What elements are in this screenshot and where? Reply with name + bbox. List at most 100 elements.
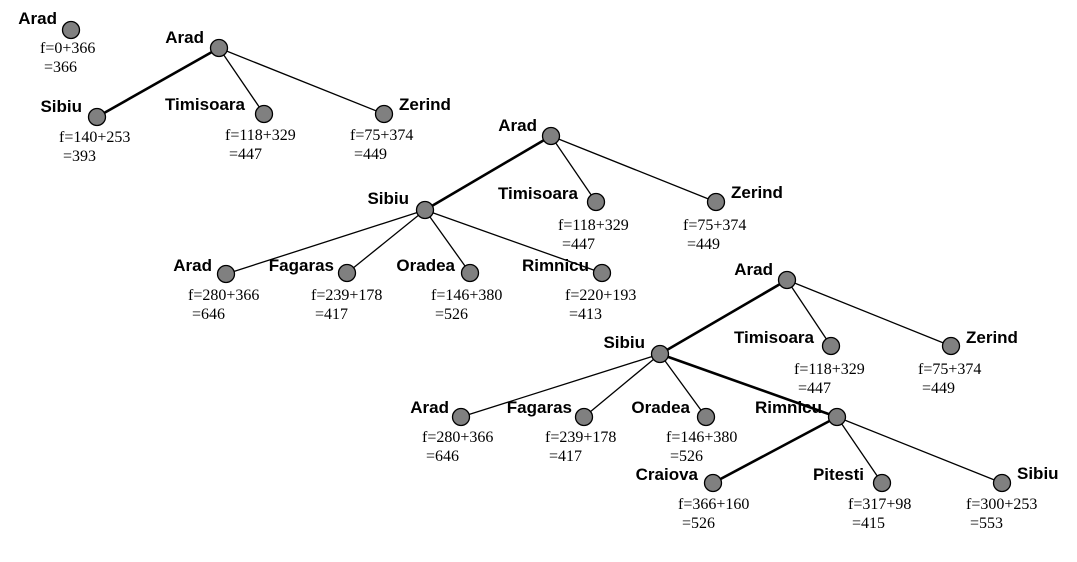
f-expression: f=239+178 <box>545 429 616 446</box>
node-arad: Arad <box>165 28 229 58</box>
f-total: =526 <box>435 306 468 323</box>
node-circle <box>941 336 961 356</box>
edge-rimnicu-to-pitesti <box>836 416 883 484</box>
node-sibiu: Sibiu f=140+253 =393 <box>40 97 130 165</box>
edge-sibiu-to-arad <box>460 353 661 418</box>
edge-arad-to-timisoara <box>786 279 832 347</box>
edge-arad-to-timisoara <box>550 135 597 203</box>
f-expression: f=280+366 <box>188 287 259 304</box>
edge-sibiu-to-rimnicu <box>424 209 603 274</box>
node-circle <box>574 407 594 427</box>
node-arad: Arad <box>734 260 797 290</box>
city-label: Zerind <box>731 183 783 202</box>
node-circle <box>706 192 726 212</box>
city-label: Arad <box>410 398 449 417</box>
city-label: Rimnicu <box>522 256 589 275</box>
edge-rimnicu-to-sibiu <box>836 416 1003 484</box>
city-label: Sibiu <box>367 189 409 208</box>
edge-arad-to-zerind <box>218 47 385 115</box>
node-circle <box>827 407 847 427</box>
city-label: Craiova <box>636 465 699 484</box>
node-circle <box>451 407 471 427</box>
city-label: Arad <box>18 9 57 28</box>
city-label: Zerind <box>399 95 451 114</box>
f-expression: f=239+178 <box>311 287 382 304</box>
edge-arad-to-zerind <box>786 279 952 347</box>
city-label: Arad <box>734 260 773 279</box>
f-total: =447 <box>562 236 595 253</box>
edge-rimnicu-to-craiova <box>712 415 838 485</box>
node-rimnicu: Rimnicu <box>755 398 847 427</box>
f-expression: f=140+253 <box>59 129 130 146</box>
node-circle <box>696 407 716 427</box>
node-circle <box>650 344 670 364</box>
edge-sibiu-to-arad <box>225 209 426 275</box>
node-circle <box>777 270 797 290</box>
tree-initial: Arad f=0+366 =366 <box>18 9 95 76</box>
f-expression: f=220+193 <box>565 287 636 304</box>
edge-arad-to-sibiu <box>659 278 788 356</box>
node-circle <box>415 200 435 220</box>
edge-sibiu-to-rimnicu <box>659 352 838 419</box>
edge-sibiu-to-oradea <box>424 209 471 274</box>
f-total: =553 <box>970 515 1003 532</box>
f-expression: f=146+380 <box>431 287 502 304</box>
city-label: Pitesti <box>813 465 864 484</box>
node-sibiu: Sibiu f=300+253 =553 <box>966 464 1059 532</box>
node-circle <box>992 473 1012 493</box>
city-label: Sibiu <box>1017 464 1059 483</box>
node-sibiu: Sibiu <box>603 333 670 364</box>
node-circle <box>61 20 81 40</box>
city-label: Timisoara <box>734 328 815 347</box>
city-label: Sibiu <box>603 333 645 352</box>
node-circle <box>703 473 723 493</box>
tree-after-expanding-sibiu: Arad Sibiu Timisoara f=118+329 =447 Zerind f=7… <box>173 116 783 323</box>
f-total: =366 <box>44 59 77 76</box>
edge-sibiu-to-fagaras <box>346 209 426 274</box>
f-expression: f=300+253 <box>966 496 1037 513</box>
f-total: =393 <box>63 148 96 165</box>
node-arad: Arad f=0+366 =366 <box>18 9 95 76</box>
city-label: Arad <box>173 256 212 275</box>
node-circle <box>460 263 480 283</box>
f-expression: f=146+380 <box>666 429 737 446</box>
node-oradea: Oradea f=146+380 =526 <box>396 256 502 323</box>
node-circle <box>337 263 357 283</box>
f-expression: f=118+329 <box>558 217 629 234</box>
f-total: =526 <box>682 515 715 532</box>
f-expression: f=0+366 <box>40 40 95 57</box>
f-total: =417 <box>315 306 348 323</box>
f-expression: f=75+374 <box>918 361 981 378</box>
edge-arad-to-zerind <box>550 135 717 203</box>
f-expression: f=118+329 <box>794 361 865 378</box>
city-label: Timisoara <box>498 184 579 203</box>
f-expression: f=75+374 <box>683 217 746 234</box>
f-expression: f=280+366 <box>422 429 493 446</box>
node-circle <box>209 38 229 58</box>
city-label: Rimnicu <box>755 398 822 417</box>
edge-sibiu-to-oradea <box>659 353 707 418</box>
city-label: Oradea <box>396 256 455 275</box>
node-circle <box>872 473 892 493</box>
city-label: Zerind <box>966 328 1018 347</box>
node-circle <box>374 104 394 124</box>
node-timisoara: Timisoara f=118+329 =447 <box>498 184 629 253</box>
node-circle <box>216 264 236 284</box>
f-total: =526 <box>670 448 703 465</box>
node-circle <box>254 104 274 124</box>
f-expression: f=75+374 <box>350 127 413 144</box>
city-label: Sibiu <box>40 97 82 116</box>
node-circle <box>592 263 612 283</box>
f-total: =413 <box>569 306 602 323</box>
